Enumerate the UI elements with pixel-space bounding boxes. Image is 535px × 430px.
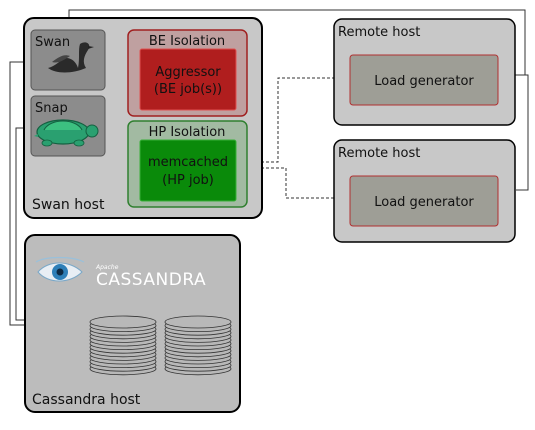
be-isolation[interactable]: BE Isolation Aggressor (BE job(s))	[127, 29, 248, 117]
disk-stack-icon-left	[89, 315, 157, 376]
be-isolation-title: BE Isolation	[149, 34, 225, 49]
snap-label: Snap	[35, 101, 68, 116]
cassandra-logo-text: CASSANDRA	[96, 270, 206, 290]
memcached-line2: (HP job)	[162, 173, 214, 188]
cassandra-logo-small: Apache	[95, 264, 119, 271]
snap-box[interactable]: Snap	[30, 95, 106, 157]
remote-host-2[interactable]: Remote host Load generator	[333, 139, 516, 243]
load-generator-1[interactable]: Load generator	[349, 54, 499, 106]
aggressor-line1: Aggressor	[155, 65, 221, 80]
swan-box[interactable]: Swan	[30, 29, 106, 91]
swan-icon	[48, 42, 94, 73]
cassandra-host-label: Cassandra host	[32, 392, 141, 408]
remote-bridge-line	[515, 74, 529, 191]
swan-to-cassandra-line	[9, 61, 30, 326]
load-line-2	[246, 167, 350, 199]
remote-host-1-label: Remote host	[338, 25, 420, 40]
remote-host-1[interactable]: Remote host Load generator	[333, 18, 516, 126]
memcached-job[interactable]: memcached (HP job)	[139, 139, 237, 202]
swan-label: Swan	[35, 35, 70, 50]
load-generator-1-label: Load generator	[374, 74, 474, 89]
swan-host-label: Swan host	[32, 197, 105, 213]
aggressor-job[interactable]: Aggressor (BE job(s))	[139, 48, 237, 111]
disk-stack-icon-right	[164, 315, 232, 376]
memcached-line1: memcached	[148, 155, 228, 170]
turtle-icon	[34, 119, 99, 147]
aggressor-line2: (BE job(s))	[154, 82, 222, 97]
load-generator-2[interactable]: Load generator	[349, 175, 499, 227]
hp-isolation[interactable]: HP Isolation memcached (HP job)	[127, 120, 248, 208]
load-generator-2-label: Load generator	[374, 195, 474, 210]
cassandra-host[interactable]: Cassandra host Apache CASSANDRA	[24, 234, 241, 413]
disk-platter	[89, 315, 157, 329]
disk-platter	[164, 315, 232, 329]
swan-host[interactable]: Swan host Swan Snap	[23, 17, 263, 219]
cassandra-eye-icon	[35, 256, 85, 282]
hp-isolation-title: HP Isolation	[149, 125, 226, 140]
remote-host-2-label: Remote host	[338, 146, 420, 161]
